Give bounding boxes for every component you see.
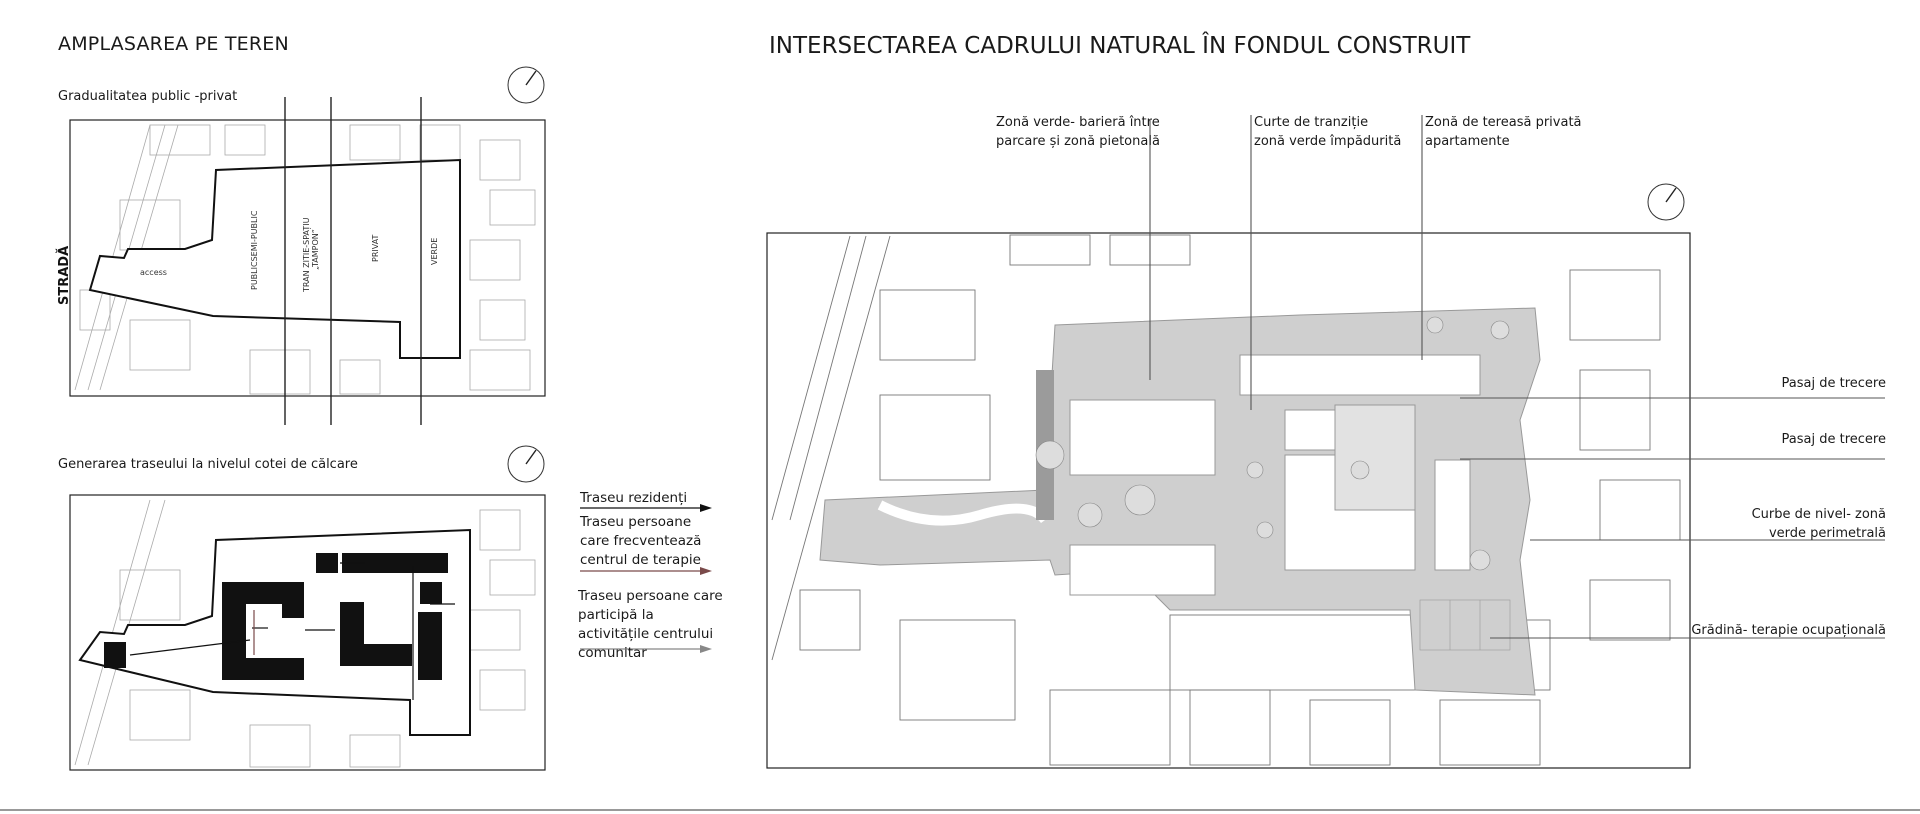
- legend-item-community: Traseu persoane care participă la activi…: [578, 588, 723, 661]
- annotation-passage-1: Pasaj de trecere: [1781, 376, 1886, 391]
- annotation-private-terrace: Zonă de tereasă privată apartamente: [1425, 115, 1582, 149]
- street-label: STRADĂ: [56, 246, 72, 305]
- zone-labels: PUBLICSEMI-PUBLIC TRAN ZITIE-SPAȚIU „TAM…: [56, 210, 439, 305]
- site-plan: [766, 115, 1885, 769]
- annotation-green-barrier: Zonă verde- barieră între parcare și zon…: [996, 115, 1160, 149]
- annotation-contours: Curbe de nivel- zonă verde perimetrală: [1751, 507, 1886, 541]
- annotation-transition-court: Curte de tranziție zonă verde împădurită: [1254, 115, 1402, 149]
- legend-item-therapy: Traseu persoane care frecventează centru…: [580, 514, 702, 568]
- legend-item-residents: Traseu rezidenți: [580, 490, 688, 506]
- map1-subtitle: Gradualitatea public -privat: [58, 89, 238, 104]
- zone-label-buffer: „TAMPON”: [311, 229, 320, 270]
- annotation-passage-2: Pasaj de trecere: [1781, 432, 1886, 447]
- zone-label-green: VERDE: [430, 238, 439, 265]
- zone-label-transition: TRAN ZITIE-SPAȚIU: [302, 217, 312, 293]
- north-arrow-icon: [507, 66, 545, 104]
- zone-label-access: access: [140, 268, 167, 277]
- north-arrow-icon: [507, 445, 545, 483]
- site-map-circulation: [69, 494, 546, 771]
- zone-label-public: PUBLICSEMI-PUBLIC: [250, 210, 259, 290]
- annotation-garden: Grădină- terapie ocupațională: [1691, 623, 1886, 638]
- north-arrow-icon: [1647, 183, 1685, 221]
- zone-label-private: PRIVAT: [371, 234, 380, 262]
- section-title-site: AMPLASAREA PE TEREN: [58, 33, 289, 55]
- site-map-gradual: [69, 97, 546, 425]
- map2-subtitle: Generarea traseului la nivelul cotei de …: [58, 457, 358, 472]
- legend-arrows: [580, 504, 712, 653]
- section-title-plan: INTERSECTAREA CADRULUI NATURAL ÎN FONDUL…: [769, 33, 1471, 59]
